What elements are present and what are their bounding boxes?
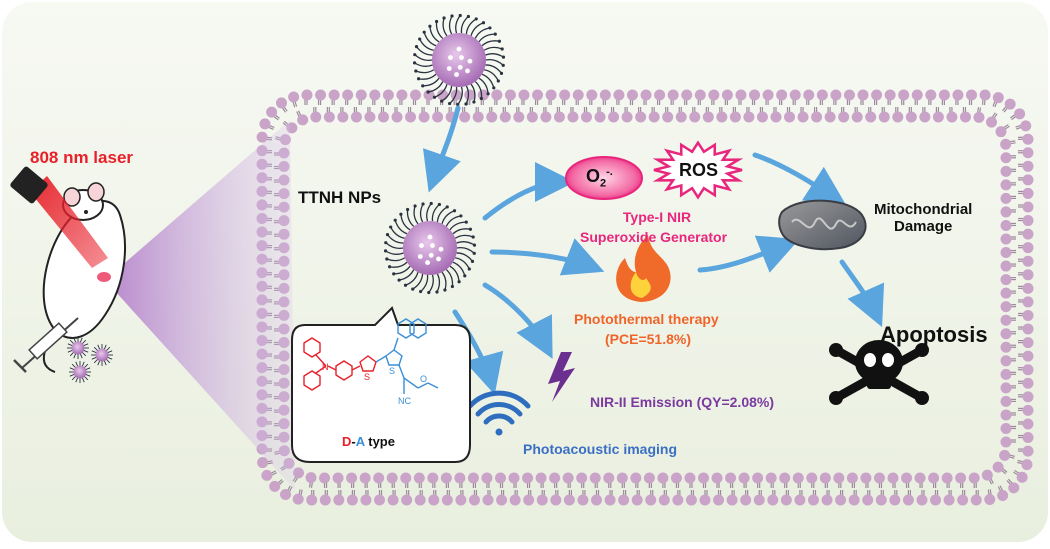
emission-label: NIR-II Emission (QY=2.08%) — [590, 394, 774, 410]
ptt-label: Photothermal therapy — [574, 311, 719, 327]
acceptor-letter: A — [356, 434, 365, 449]
laser-label: 808 nm laser — [30, 148, 133, 168]
superoxide-sup: -. — [606, 166, 613, 178]
superoxide-label: O2-. — [586, 166, 613, 190]
molecule-atom-o: O — [420, 374, 427, 384]
molecule-atom-s1: S — [364, 372, 370, 382]
donor-letter: D — [342, 434, 351, 449]
superoxide-main: O — [586, 166, 600, 186]
pce-label: (PCE=51.8%) — [605, 331, 691, 347]
molecule-atom-nc: NC — [398, 396, 411, 406]
mitochondrion-icon — [779, 201, 865, 249]
type-suffix: type — [365, 434, 395, 449]
molecule-atom-n: N — [322, 362, 329, 372]
nanoparticle-label: TTNH NPs — [298, 188, 381, 208]
mito-line2: Damage — [894, 218, 952, 235]
mito-line1: Mitochondrial — [874, 201, 972, 218]
molecule-atom-s2: S — [389, 366, 395, 376]
generator-line1: Type-I NIR — [597, 209, 717, 225]
apoptosis-label: Apoptosis — [880, 322, 988, 348]
ros-label: ROS — [679, 160, 718, 181]
molecule-type-label: D-A type — [342, 434, 395, 449]
generator-line2: Superoxide Generator — [580, 229, 727, 245]
superoxide-sub: 2 — [600, 178, 606, 190]
imaging-label: Photoacoustic imaging — [523, 441, 677, 457]
